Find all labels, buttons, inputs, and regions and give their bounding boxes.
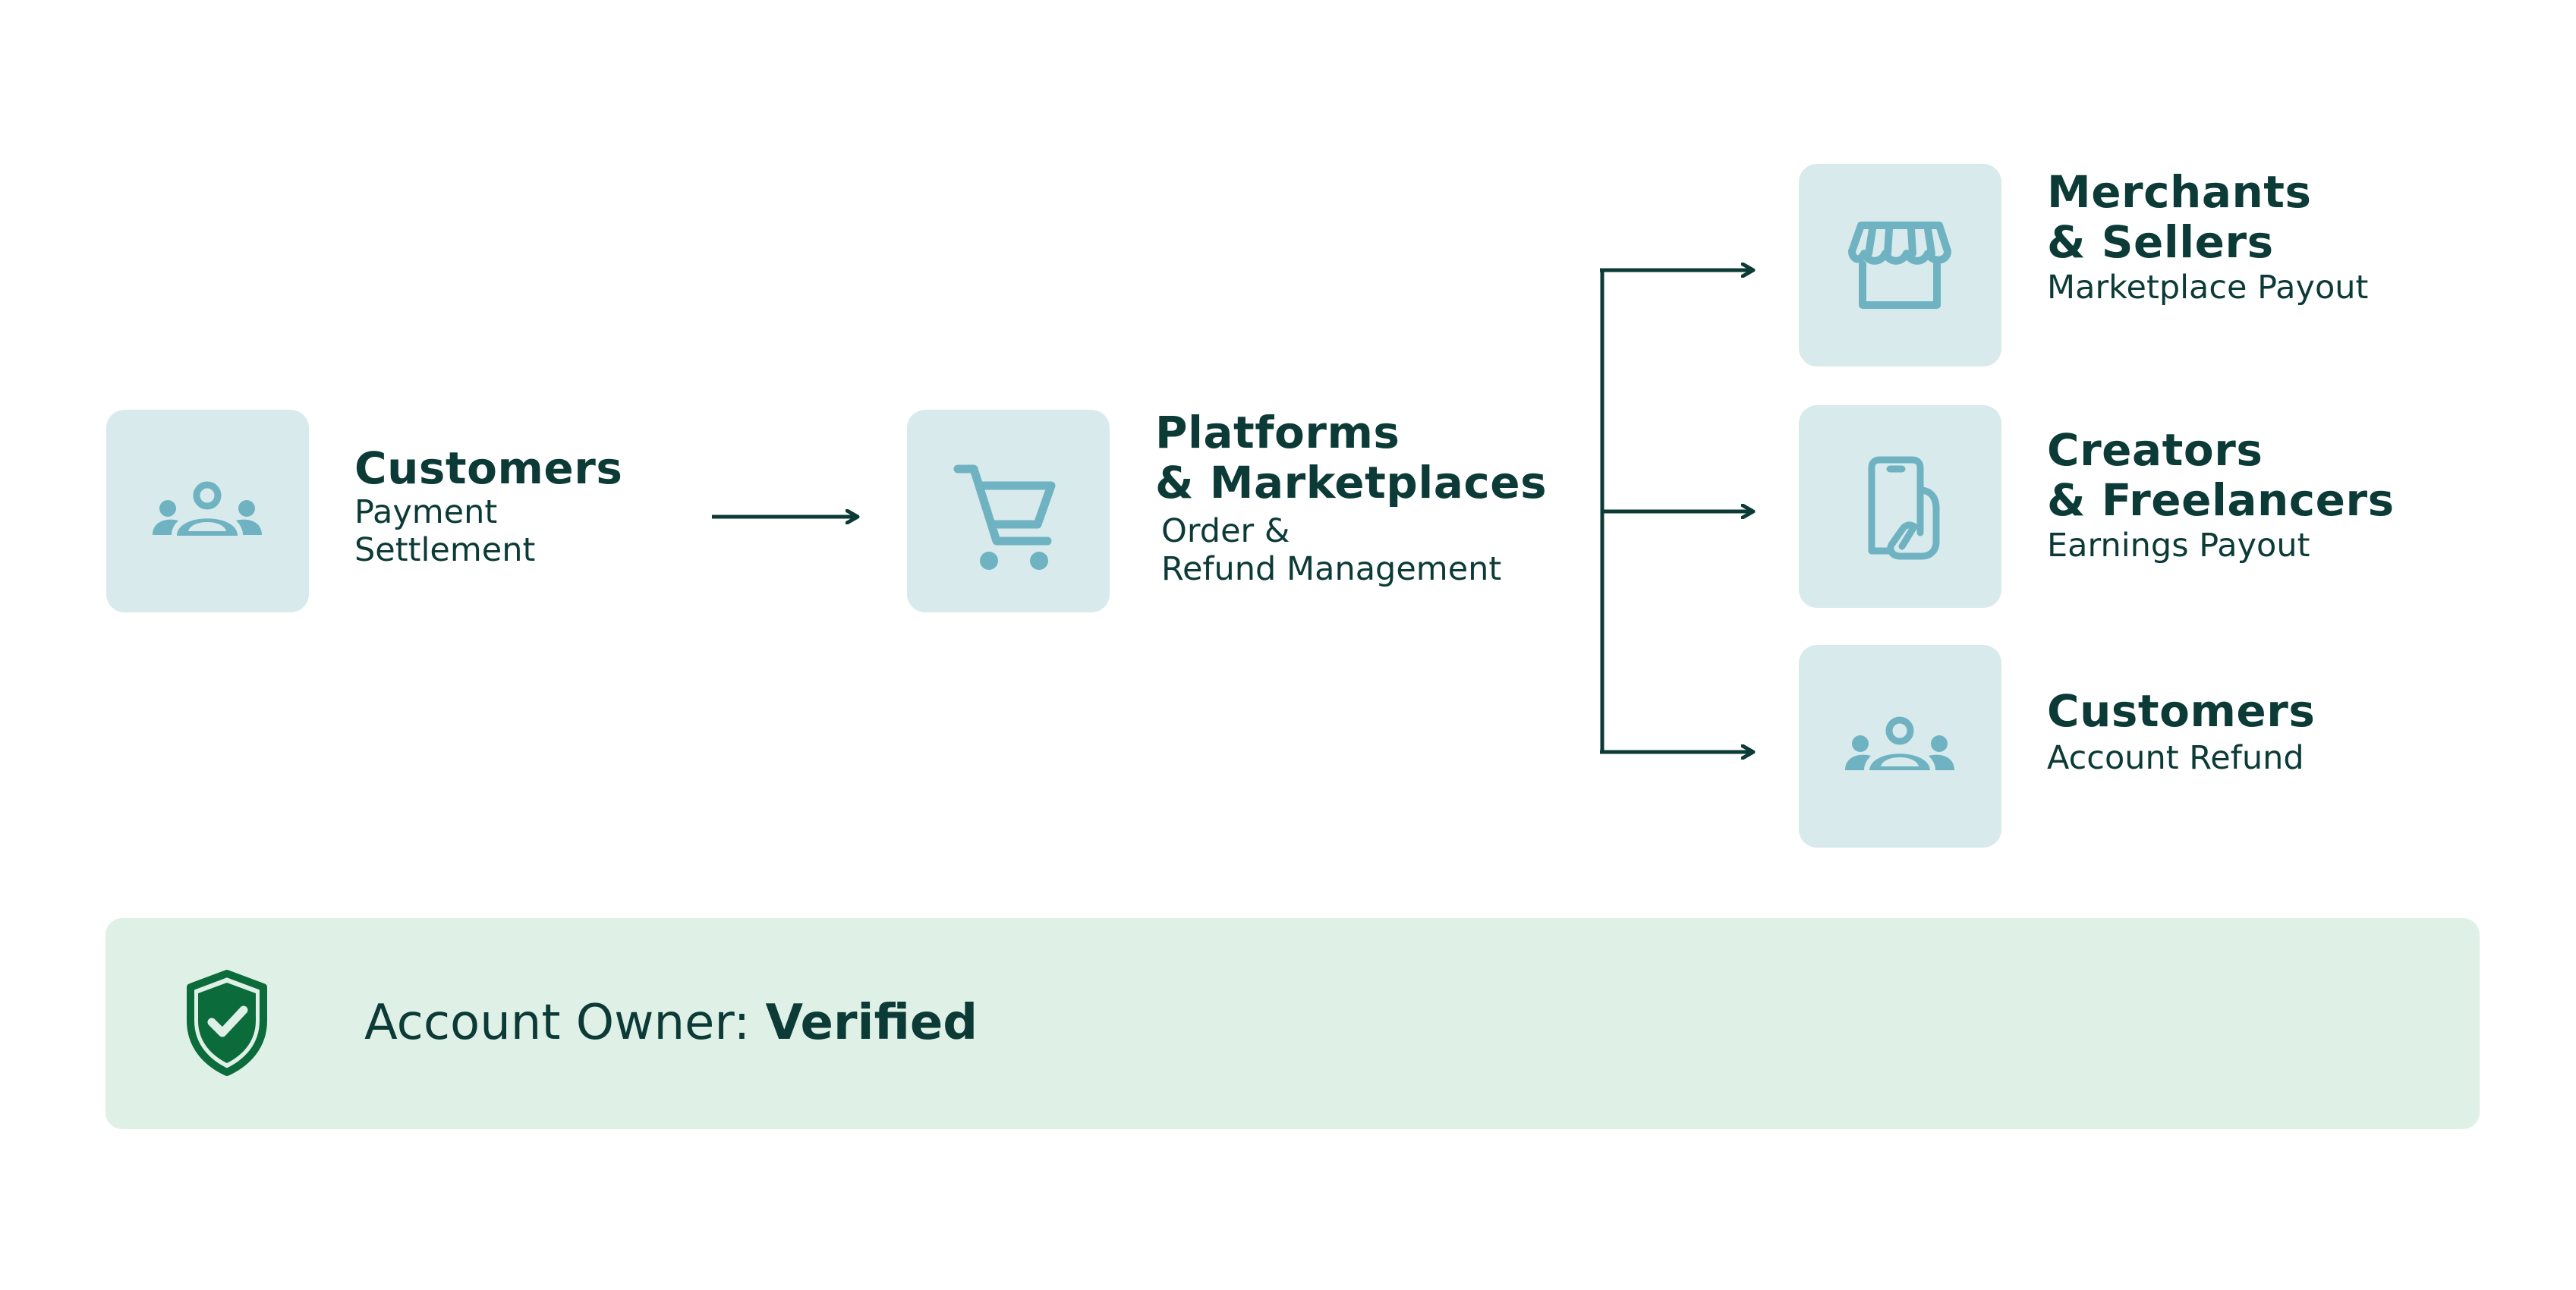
creators-title-line2: & Freelancers bbox=[2047, 474, 2395, 526]
customers-source-label: Customers Payment Settlement bbox=[354, 443, 622, 569]
creators-subtitle: Earnings Payout bbox=[2047, 527, 2310, 565]
verification-banner: Account Owner: Verified bbox=[105, 918, 2480, 1129]
customers-source-title: Customers bbox=[354, 442, 623, 494]
customers-source-subtitle-line1: Payment bbox=[354, 493, 498, 531]
refund-customers-title: Customers bbox=[2047, 685, 2316, 737]
shopping-cart-icon bbox=[953, 464, 1056, 570]
merchants-subtitle: Marketplace Payout bbox=[2047, 269, 2369, 307]
verification-status: Verified bbox=[765, 995, 978, 1051]
creators-label: Creators & Freelancers Earnings Payout bbox=[2047, 425, 2395, 565]
creators-title-line1: Creators bbox=[2047, 424, 2263, 476]
platform-title-line2: & Marketplaces bbox=[1155, 457, 1548, 508]
people-icon bbox=[153, 481, 262, 536]
refund-customers-label: Customers Account Refund bbox=[2047, 686, 2315, 777]
merchants-tile bbox=[1799, 164, 2001, 367]
merchants-title-line1: Merchants bbox=[2047, 166, 2312, 218]
customers-source-tile bbox=[106, 410, 309, 612]
shield-check-icon bbox=[187, 970, 267, 1076]
phone-hand-icon bbox=[1868, 456, 1940, 560]
merchants-label: Merchants & Sellers Marketplace Payout bbox=[2047, 167, 2368, 307]
merchants-title-line2: & Sellers bbox=[2047, 216, 2274, 268]
platform-title-line1: Platforms bbox=[1155, 407, 1400, 458]
platform-subtitle-line1: Order & bbox=[1161, 512, 1290, 550]
refund-customers-tile bbox=[1799, 645, 2001, 848]
storefront-icon bbox=[1848, 222, 1951, 309]
people-icon bbox=[1845, 716, 1954, 770]
platform-subtitle-line2: Refund Management bbox=[1161, 550, 1502, 588]
verification-label: Account Owner: bbox=[364, 995, 766, 1051]
creators-tile bbox=[1799, 405, 2001, 608]
refund-customers-subtitle: Account Refund bbox=[2047, 739, 2304, 777]
verification-text: Account Owner: Verified bbox=[364, 993, 978, 1053]
customers-source-subtitle-line2: Settlement bbox=[354, 531, 536, 569]
platform-label: Platforms & Marketplaces Order & Refund … bbox=[1155, 407, 1547, 588]
platform-tile bbox=[907, 410, 1110, 612]
